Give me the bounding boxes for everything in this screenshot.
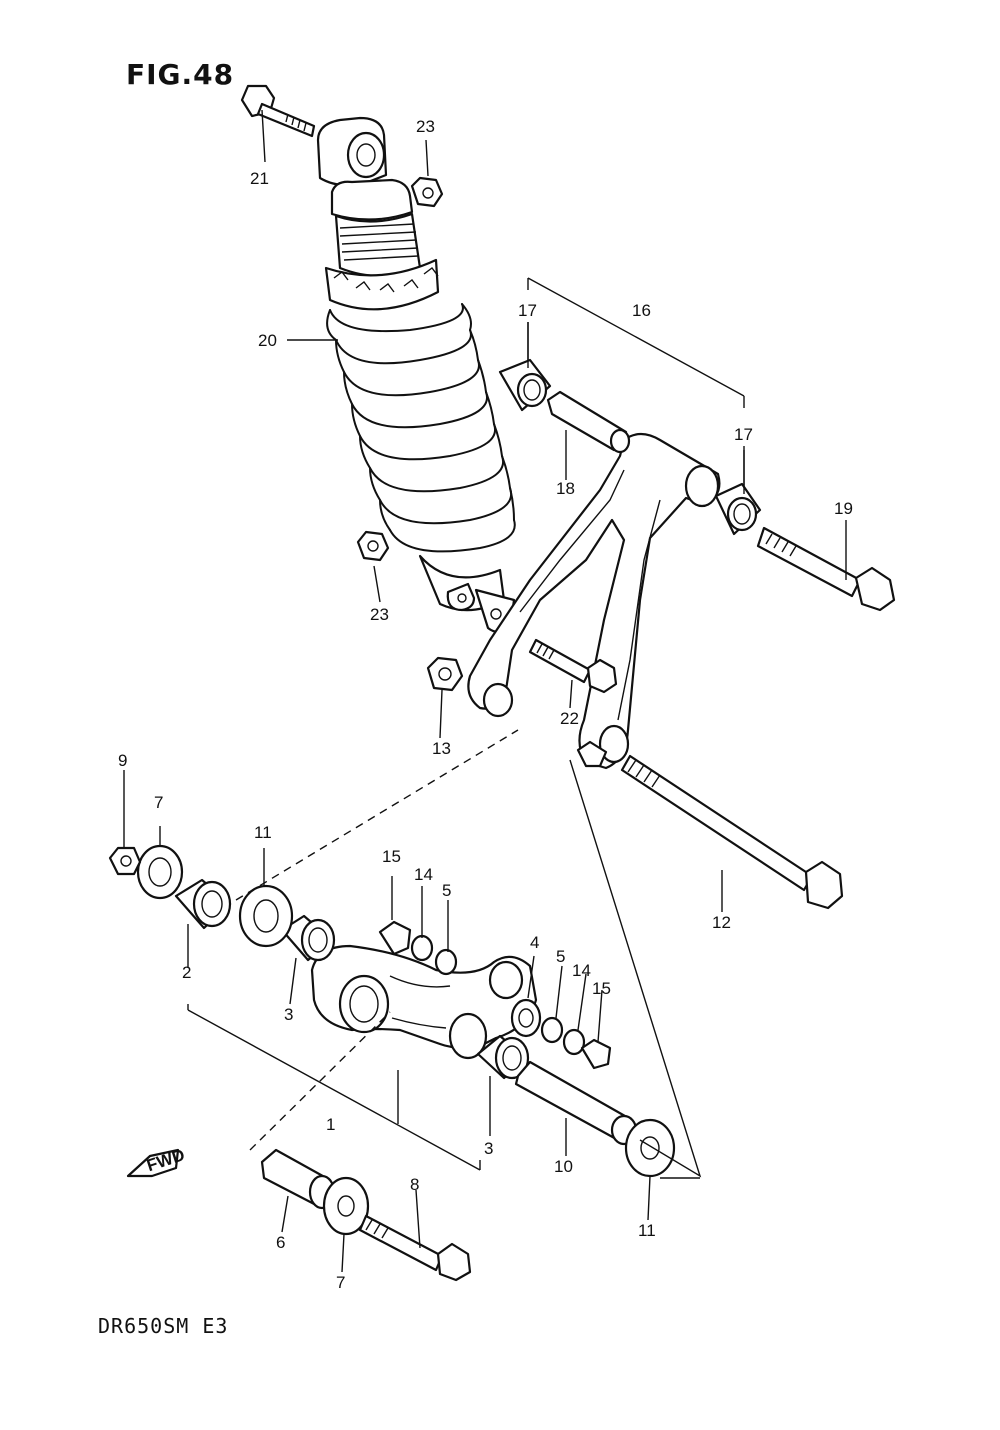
- callout-labels: 21 23 20 17 16 17 18 19 23 22 13 9 7 11 …: [118, 117, 853, 1292]
- group-lines: [123, 109, 847, 1273]
- bolt-21: [240, 84, 316, 138]
- callout-5: 5: [556, 947, 565, 966]
- bushing-17-right: [714, 482, 762, 536]
- shock-absorber: [316, 116, 516, 634]
- washer-11-upper: [238, 884, 294, 948]
- bolt-12: [620, 754, 844, 910]
- callout-17: 17: [734, 425, 753, 444]
- bearing-3-upper: [280, 914, 336, 962]
- cushion-lever-1: [310, 944, 538, 1060]
- callout-10: 10: [554, 1157, 573, 1176]
- callout-21: 21: [250, 169, 269, 188]
- bearing-2: [174, 878, 232, 930]
- callout-7: 7: [336, 1273, 345, 1292]
- callout-9: 9: [118, 751, 127, 770]
- bearing-3-lower: [476, 1034, 530, 1080]
- callout-4: 4: [530, 933, 539, 952]
- callout-2: 2: [182, 963, 191, 982]
- washer-11-lower: [624, 1118, 676, 1178]
- callout-3: 3: [284, 1005, 293, 1024]
- nut-23-lower: [356, 530, 390, 562]
- callout-18: 18: [556, 479, 575, 498]
- bolt-22: [528, 638, 618, 694]
- callout-23: 23: [416, 117, 435, 136]
- bushing-17-left: [498, 358, 552, 412]
- callout-23: 23: [370, 605, 389, 624]
- fwd-arrow-icon: FWD: [126, 1145, 187, 1178]
- callout-12: 12: [712, 913, 731, 932]
- callout-6: 6: [276, 1233, 285, 1252]
- callout-15: 15: [382, 847, 401, 866]
- callout-22: 22: [560, 709, 579, 728]
- callout-17: 17: [518, 301, 537, 320]
- callout-15: 15: [592, 979, 611, 998]
- figure-title: FIG.48: [126, 58, 235, 91]
- washer-7-lower: [322, 1176, 370, 1236]
- callout-3: 3: [484, 1139, 493, 1158]
- callout-14: 14: [414, 865, 433, 884]
- callout-7: 7: [154, 793, 163, 812]
- parts-15-14-5-upper: [378, 920, 458, 976]
- callout-19: 19: [834, 499, 853, 518]
- callout-20: 20: [258, 331, 277, 350]
- bolt-8: [358, 1214, 472, 1282]
- washer-7-upper: [136, 844, 184, 900]
- bolt-19: [756, 526, 896, 612]
- model-code: DR650SM E3: [98, 1314, 229, 1338]
- callout-5: 5: [442, 881, 451, 900]
- parts-4-5-14-15-lower: [510, 998, 612, 1070]
- callout-1: 1: [326, 1115, 335, 1134]
- nut-23-upper: [410, 176, 444, 208]
- nut-13: [426, 656, 464, 692]
- cushion-lever-16: [467, 432, 721, 770]
- nut-9: [108, 846, 142, 876]
- callout-11: 11: [638, 1221, 656, 1240]
- callout-16: 16: [632, 301, 651, 320]
- callout-14: 14: [572, 961, 591, 980]
- callout-11: 11: [254, 823, 272, 842]
- callout-13: 13: [432, 739, 451, 758]
- callout-8: 8: [410, 1175, 419, 1194]
